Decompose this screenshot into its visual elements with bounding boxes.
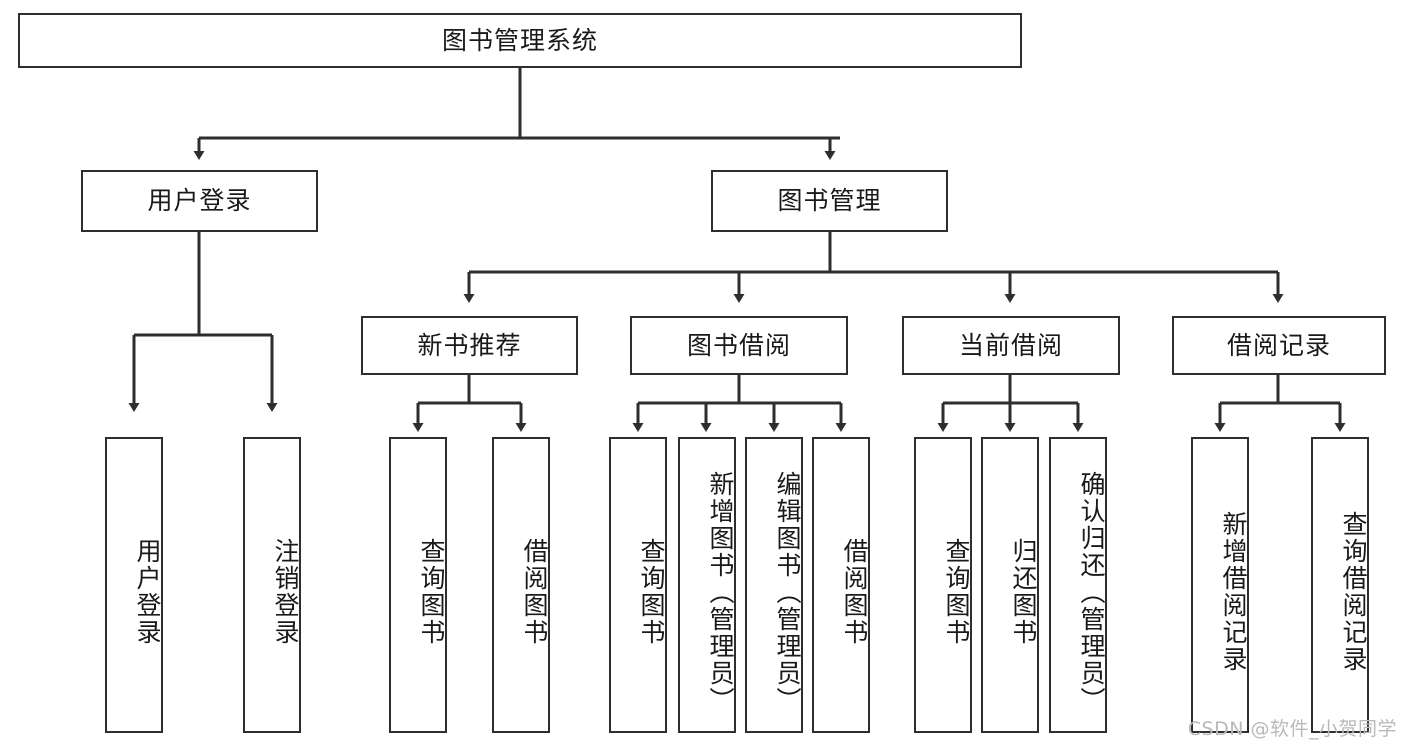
node-book-management-label: 图书管理 <box>777 186 882 216</box>
leaf-book-borrow-edit: 编辑图书（管理员） <box>745 437 803 733</box>
node-borrow-record: 借阅记录 <box>1172 316 1386 375</box>
node-book-management: 图书管理 <box>711 170 948 232</box>
leaf-label: 新增图书（管理员） <box>706 470 735 714</box>
node-user-login: 用户登录 <box>81 170 318 232</box>
leaf-label: 编辑图书（管理员） <box>773 470 802 714</box>
leaf-borrow-record-add: 新增借阅记录 <box>1191 437 1249 733</box>
node-borrow-record-label: 借阅记录 <box>1226 330 1331 360</box>
leaf-label: 新增借阅记录 <box>1219 511 1248 673</box>
node-root: 图书管理系统 <box>18 13 1022 68</box>
node-root-label: 图书管理系统 <box>441 25 598 55</box>
leaf-user-login-login: 用户登录 <box>105 437 163 733</box>
leaf-book-borrow-add: 新增图书（管理员） <box>678 437 736 733</box>
node-current-borrow: 当前借阅 <box>902 316 1120 375</box>
leaf-label: 归还图书 <box>1009 538 1038 646</box>
leaf-borrow-record-query: 查询借阅记录 <box>1311 437 1369 733</box>
leaf-current-borrow-return: 归还图书 <box>981 437 1039 733</box>
leaf-label: 借阅图书 <box>840 538 869 646</box>
leaf-label: 注销登录 <box>271 538 300 646</box>
node-new-book-recommend: 新书推荐 <box>361 316 578 375</box>
leaf-book-borrow-borrow: 借阅图书 <box>812 437 870 733</box>
leaf-label: 确认归还（管理员） <box>1077 470 1106 714</box>
leaf-label: 查询图书 <box>637 538 666 646</box>
node-book-borrow: 图书借阅 <box>630 316 848 375</box>
leaf-new-book-borrow: 借阅图书 <box>492 437 550 733</box>
leaf-current-borrow-confirm-return: 确认归还（管理员） <box>1049 437 1107 733</box>
leaf-label: 借阅图书 <box>520 538 549 646</box>
leaf-current-borrow-query: 查询图书 <box>914 437 972 733</box>
leaf-book-borrow-query: 查询图书 <box>609 437 667 733</box>
node-user-login-label: 用户登录 <box>147 186 252 216</box>
node-book-borrow-label: 图书借阅 <box>686 330 791 360</box>
leaf-label: 用户登录 <box>133 538 162 646</box>
watermark: CSDN @软件_小贺同学 <box>1187 718 1397 740</box>
node-new-book-recommend-label: 新书推荐 <box>417 330 522 360</box>
node-current-borrow-label: 当前借阅 <box>958 330 1063 360</box>
leaf-user-login-logout: 注销登录 <box>243 437 301 733</box>
leaf-new-book-query: 查询图书 <box>389 437 447 733</box>
leaf-label: 查询借阅记录 <box>1339 511 1368 673</box>
leaf-label: 查询图书 <box>942 538 971 646</box>
leaf-label: 查询图书 <box>417 538 446 646</box>
